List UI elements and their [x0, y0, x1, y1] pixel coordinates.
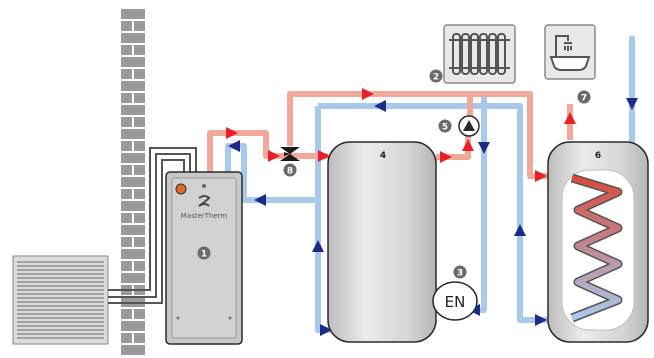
flow-arrow-icon: [535, 170, 547, 182]
expansion-vessel-text: EN: [445, 293, 466, 311]
badge-2: [429, 69, 443, 83]
dhw-tank: 6: [547, 141, 649, 343]
brick: [120, 188, 133, 200]
brick: [133, 44, 146, 56]
flow-arrow-icon: [226, 127, 238, 139]
power-switch-icon: [175, 183, 187, 195]
flow-arrow-icon: [535, 314, 547, 326]
label-2: 2: [433, 73, 439, 83]
brick: [120, 200, 146, 212]
brick: [133, 308, 146, 320]
brick: [120, 80, 146, 92]
brand-name: MasterTherm: [181, 212, 228, 220]
brick: [133, 164, 146, 176]
brick: [120, 20, 133, 32]
brick: [133, 68, 146, 80]
bathtub-shower-icon: [549, 35, 591, 71]
flow-arrow-icon: [564, 112, 576, 124]
brick: [133, 236, 146, 248]
flow-arrow-icon: [374, 100, 386, 112]
circulation-pump: 5: [438, 115, 480, 137]
brick: [120, 116, 133, 128]
brick: [120, 308, 133, 320]
badge-5: [438, 119, 452, 133]
flow-arrow-icon: [320, 324, 332, 336]
brick: [133, 332, 146, 344]
three-way-valve: 8: [280, 147, 300, 177]
brick: [120, 164, 133, 176]
badge-3: [453, 265, 467, 279]
brick: [133, 260, 146, 272]
brick: [120, 104, 146, 116]
brick: [120, 8, 146, 20]
buffer-tank: 4: [327, 141, 437, 343]
badge-8: [283, 163, 297, 177]
brick: [120, 92, 133, 104]
label-8: 8: [287, 167, 293, 177]
label-1: 1: [201, 250, 207, 260]
badge-1: [197, 246, 211, 260]
display-indicator: [202, 184, 206, 188]
return-pipes: [225, 36, 635, 333]
flow-arrow-icon: [254, 194, 266, 206]
brick: [120, 176, 146, 188]
label-6: 6: [595, 151, 601, 161]
label-4: 4: [380, 151, 386, 161]
brand-logo-icon: [198, 195, 211, 207]
brick: [120, 212, 133, 224]
brick: [133, 20, 146, 32]
flow-arrow-icon: [478, 142, 490, 154]
expansion-vessel-icon: [432, 281, 478, 321]
radiator: 2: [429, 24, 516, 84]
flow-arrow-icon: [514, 224, 526, 236]
label-3: 3: [457, 269, 463, 279]
brick: [120, 128, 146, 140]
radiator-icon: [449, 33, 510, 75]
expansion-vessel: EN 3: [432, 265, 478, 321]
flow-arrow-icon: [626, 98, 638, 110]
indoor-unit: MasterTherm 1: [165, 171, 243, 345]
brick: [120, 344, 146, 356]
flow-arrows: [226, 88, 638, 336]
flow-arrow-icon: [362, 88, 374, 100]
brick: [120, 56, 146, 68]
brick: [120, 236, 133, 248]
brick: [120, 248, 146, 260]
flow-arrow-icon: [268, 150, 280, 162]
brick: [120, 224, 146, 236]
brick: [120, 32, 146, 44]
flow-arrow-icon: [318, 150, 330, 162]
outdoor-unit-grille: [17, 261, 104, 339]
label-7: 7: [581, 94, 587, 104]
label-5: 5: [442, 123, 448, 133]
refrigerant-lines: [108, 147, 197, 304]
brick: [120, 272, 146, 284]
brick: [133, 92, 146, 104]
brick: [120, 332, 133, 344]
flow-arrow-icon: [440, 151, 452, 163]
flow-arrow-icon: [312, 240, 324, 252]
brick: [133, 188, 146, 200]
brick: [133, 212, 146, 224]
brick: [120, 260, 133, 272]
brick: [120, 320, 146, 332]
bath-shower: 7: [544, 24, 596, 104]
brick: [120, 44, 133, 56]
outdoor-unit: [12, 255, 109, 345]
brick: [120, 152, 146, 164]
brick: [133, 116, 146, 128]
flow-arrow-icon: [228, 140, 240, 152]
brick: [120, 68, 133, 80]
flow-arrow-icon: [462, 139, 474, 151]
badge-7: [577, 90, 591, 104]
brick: [133, 140, 146, 152]
brick: [120, 140, 133, 152]
